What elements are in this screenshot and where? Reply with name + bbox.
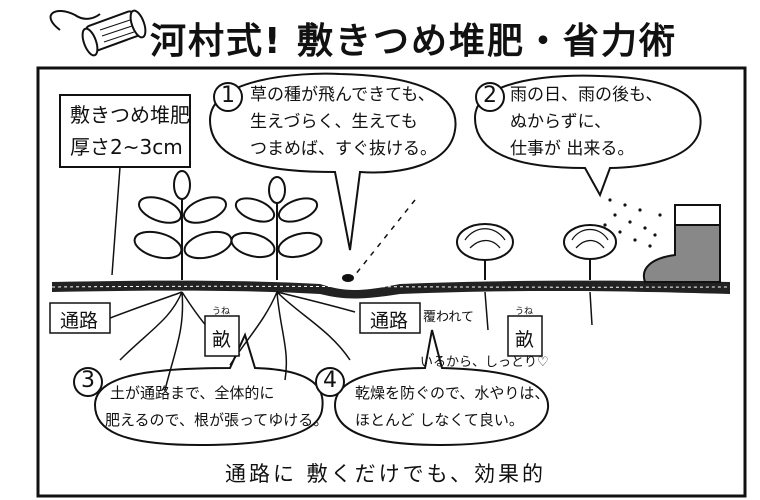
bubble-number-1: 1	[221, 83, 235, 108]
compost-box	[59, 94, 191, 168]
frame	[36, 66, 747, 498]
roots	[104, 291, 593, 391]
bubble-2-line: ぬからずに、	[510, 112, 612, 132]
bubble-1-line: 生えづらく、生えても	[250, 112, 418, 132]
footer-caption: 通路に 敷くだけでも、効果的	[225, 462, 547, 486]
cabbage	[456, 223, 514, 280]
page-title: 河村式! 敷きつめ堆肥・省力術	[150, 21, 677, 62]
bubble-number-3: 3	[81, 368, 95, 393]
ridge-ruby: うね	[212, 307, 231, 317]
moist-note: 覆われて	[423, 310, 474, 325]
path-label: 通路	[370, 310, 409, 332]
bubble-2-line: 雨の日、雨の後も、	[510, 85, 663, 105]
plant	[230, 176, 323, 280]
path-label: 通路	[60, 310, 99, 332]
thickness-label: 厚さ2~3cm	[70, 135, 183, 159]
bubble-3-line: 肥えるので、根が張ってゆける。	[105, 411, 329, 429]
rain	[603, 198, 662, 248]
seed	[342, 274, 354, 282]
compost-label: 敷きつめ堆肥	[70, 103, 190, 127]
bubble-number-2: 2	[483, 83, 497, 108]
bubble-number-4: 4	[323, 368, 337, 393]
label-boxes	[49, 302, 543, 357]
bubble-4-line: ほとんど しなくて良い。	[355, 411, 524, 429]
speech-bubbles	[73, 72, 702, 447]
bubble-4-line: 乾燥を防ぐので、水やりは、	[355, 384, 550, 402]
bubble-2-line: 仕事が 出来る。	[510, 139, 635, 159]
ridge-label: 畝	[212, 329, 232, 351]
ridge-ruby: うね	[515, 307, 534, 317]
compost-layer	[52, 280, 730, 299]
bubble-3-line: 土が通路まで、全体的に	[110, 384, 275, 402]
bubble-1-line: 草の種が飛んできても、	[250, 85, 435, 105]
plant	[133, 170, 233, 280]
ridge-label: 畝	[515, 329, 535, 351]
bubble-1-line: つまめば、すぐ抜ける。	[250, 139, 437, 159]
cabbage	[563, 224, 617, 280]
boot-icon	[642, 204, 721, 283]
spool-icon	[49, 9, 147, 57]
moist-note: いるから、しっとり♡	[420, 355, 549, 370]
